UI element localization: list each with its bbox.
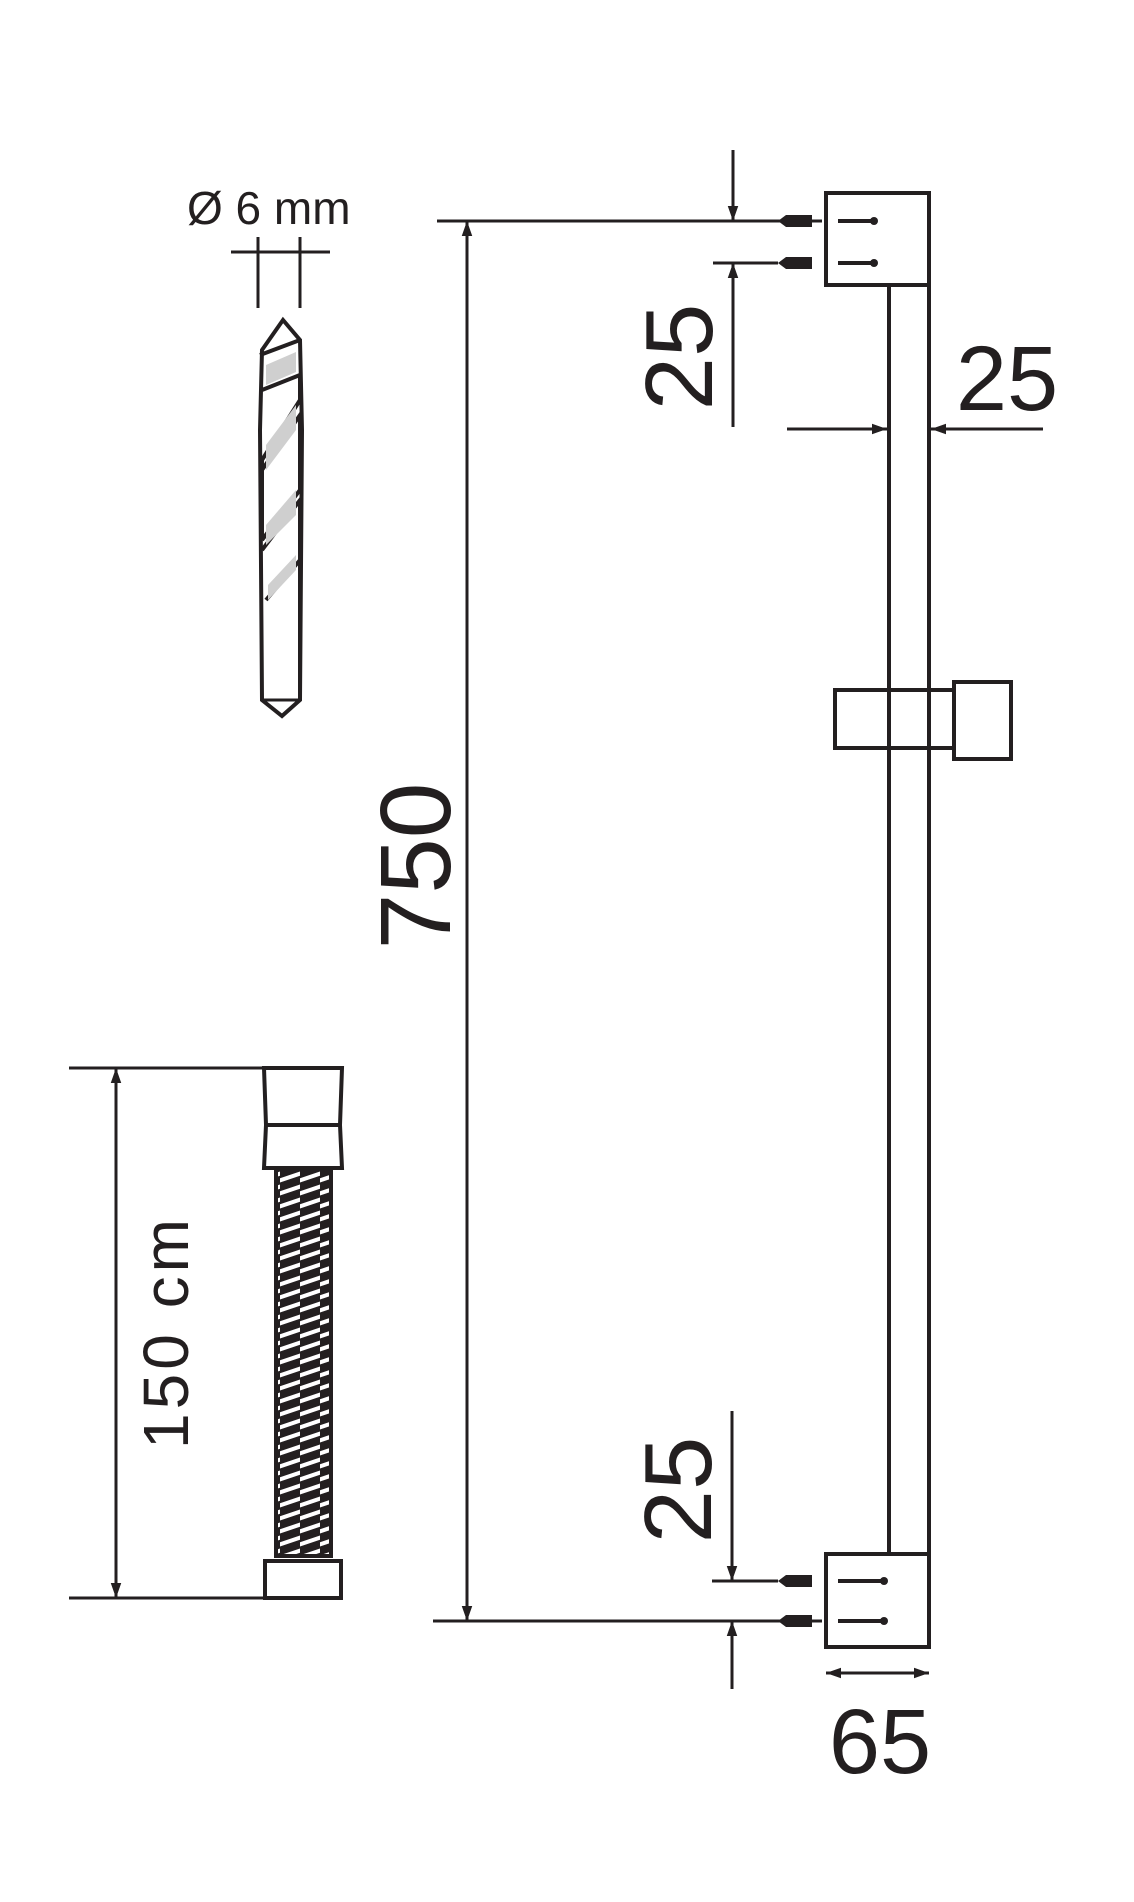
wall-plug-icon xyxy=(778,1575,812,1627)
shower-hose xyxy=(261,1066,345,1600)
bracket-depth-dimension: 65 xyxy=(826,1667,931,1793)
bottom-hole-spacing-dimension: 25 xyxy=(625,1411,778,1689)
top-hole-spacing-dimension: 25 xyxy=(626,150,778,427)
bottom-hole-spacing-label: 25 xyxy=(625,1437,732,1544)
drill-diameter-label: Ø 6 mm xyxy=(187,182,351,234)
shower-head-slider xyxy=(833,680,1013,761)
drill-flutes xyxy=(259,338,302,700)
drill-diameter-dimension xyxy=(231,237,330,308)
rail-width-dimension: 25 xyxy=(787,328,1058,435)
screw-icon xyxy=(838,217,878,267)
hose-length-dimension: 150 cm xyxy=(69,1066,265,1600)
bottom-wall-bracket xyxy=(778,1552,931,1649)
bracket-depth-label: 65 xyxy=(829,1691,931,1793)
rail-length-dimension: 750 xyxy=(360,219,822,1623)
hose-body xyxy=(274,1166,333,1558)
top-wall-bracket xyxy=(778,191,931,287)
screw-icon xyxy=(838,1577,888,1625)
rail-bar xyxy=(887,285,931,1554)
rail-width-label: 25 xyxy=(956,328,1058,430)
hose-length-label: 150 cm xyxy=(130,1215,202,1449)
wall-plug-icon xyxy=(778,215,812,269)
drill-bit: Ø 6 mm xyxy=(187,182,351,719)
rail-length-label: 750 xyxy=(360,783,472,950)
top-hole-spacing-label: 25 xyxy=(626,304,733,411)
